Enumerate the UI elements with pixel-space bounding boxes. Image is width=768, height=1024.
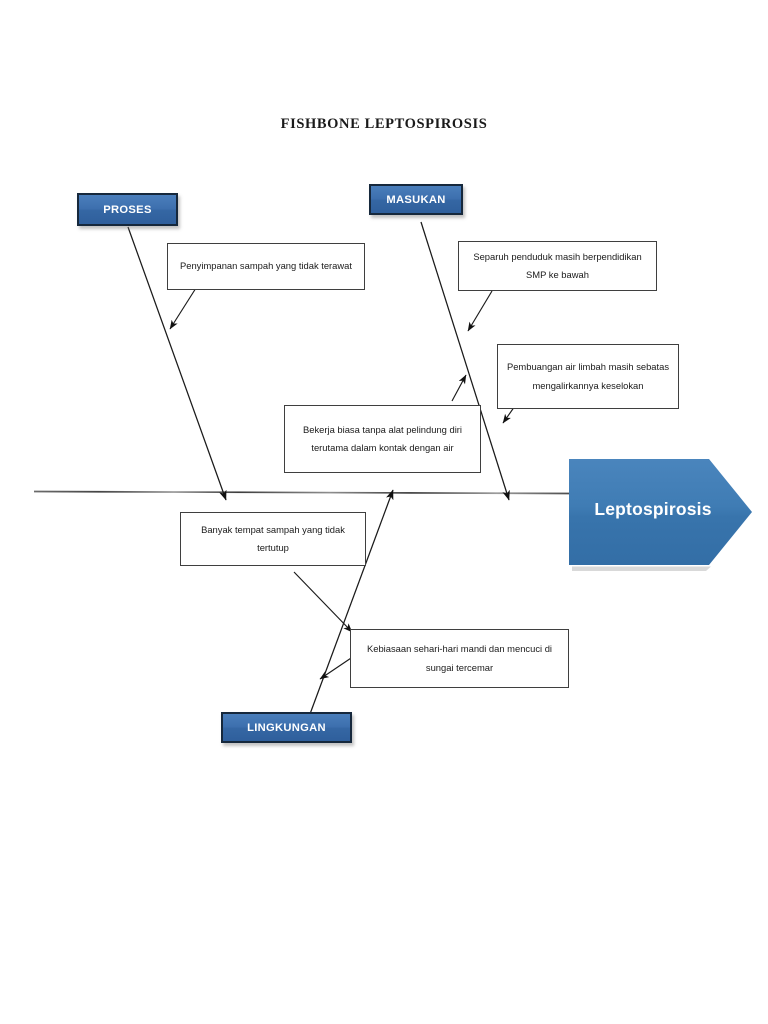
cause-box-penyimpanan-sampah[interactable]: Penyimpanan sampah yang tidak terawat xyxy=(167,243,365,290)
page-title: FISHBONE LEPTOSPIROSIS xyxy=(280,116,488,132)
cause-text-pembuangan-air-limbah: Pembuangan air limbah masih sebatas meng… xyxy=(506,361,670,391)
connector-tempat-sampah-terbuka xyxy=(293,571,353,633)
category-label-masukan: MASUKAN xyxy=(386,193,446,206)
cause-text-mandi-sungai-tercemar: Kebiasaan sehari-hari mandi dan mencuci … xyxy=(366,643,552,673)
cause-box-tempat-sampah-terbuka[interactable]: Banyak tempat sampah yang tidak tertutup xyxy=(180,512,366,566)
cause-box-bekerja-tanpa-apd[interactable]: Bekerja biasa tanpa alat pelindung diri … xyxy=(284,405,481,473)
cause-text-penyimpanan-sampah: Penyimpanan sampah yang tidak terawat xyxy=(180,260,352,272)
cause-box-pembuangan-air-limbah[interactable]: Pembuangan air limbah masih sebatas meng… xyxy=(497,344,679,409)
category-box-proses[interactable]: PROSES xyxy=(77,193,178,226)
cause-text-separuh-penduduk: Separuh penduduk masih berpendidikan SMP… xyxy=(473,250,642,280)
effect-arrow-shadow xyxy=(572,566,711,571)
connector-separuh-penduduk xyxy=(467,290,493,332)
cause-box-separuh-penduduk[interactable]: Separuh penduduk masih berpendidikan SMP… xyxy=(458,241,657,291)
category-label-proses: PROSES xyxy=(103,203,152,216)
effect-arrow-shape xyxy=(569,459,752,565)
bone-masukan xyxy=(420,221,510,501)
cause-text-tempat-sampah-terbuka: Banyak tempat sampah yang tidak tertutup xyxy=(201,523,345,553)
cause-text-bekerja-tanpa-apd: Bekerja biasa tanpa alat pelindung diri … xyxy=(303,423,462,453)
category-box-masukan[interactable]: MASUKAN xyxy=(369,184,463,215)
cause-box-mandi-sungai-tercemar[interactable]: Kebiasaan sehari-hari mandi dan mencuci … xyxy=(350,629,569,688)
category-label-lingkungan: LINGKUNGAN xyxy=(247,721,326,734)
connector-penyimpanan-sampah xyxy=(169,287,197,330)
spine-line xyxy=(33,490,573,495)
category-box-lingkungan[interactable]: LINGKUNGAN xyxy=(221,712,352,743)
bone-proses xyxy=(127,226,227,501)
connector-bekerja-tanpa-apd xyxy=(451,374,467,402)
